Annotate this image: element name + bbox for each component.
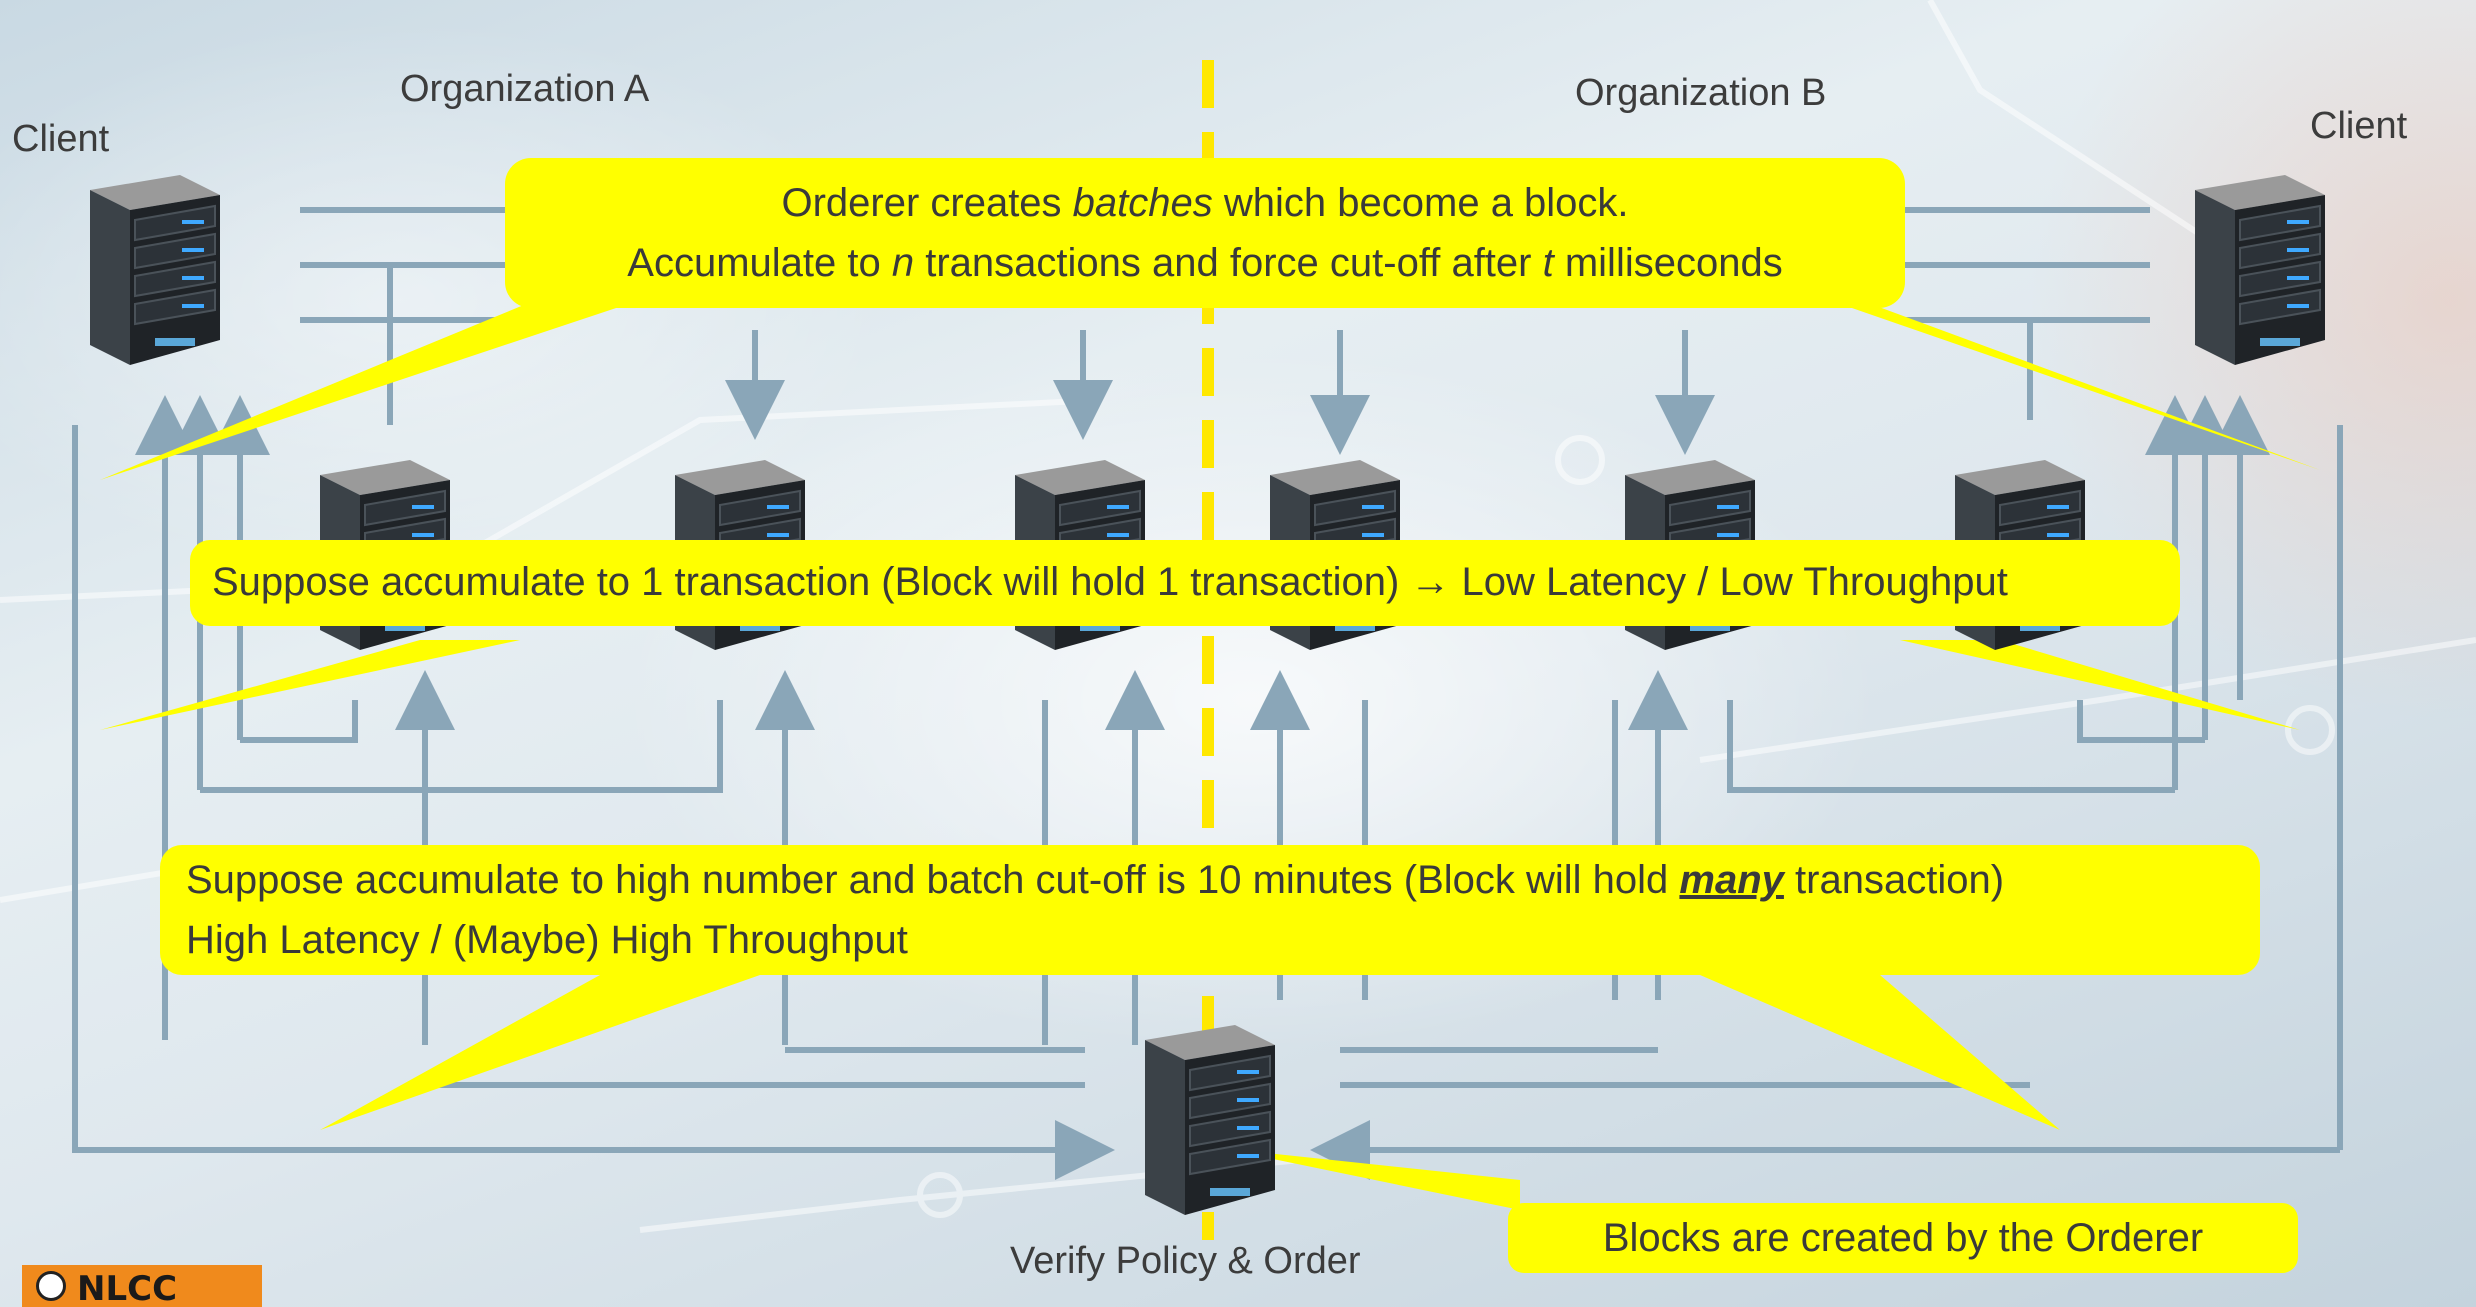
orderer-label: Verify Policy & Order [1010, 1240, 1361, 1282]
callout-low-latency: Suppose accumulate to 1 transaction (Blo… [190, 540, 2180, 626]
client-right-label: Client [2310, 105, 2408, 147]
callout-high-latency-line1: Suppose accumulate to high number and ba… [186, 858, 2005, 902]
callout-orderer-note-text: Blocks are created by the Orderer [1602, 1216, 2204, 1260]
client-right-server-icon [2194, 174, 2326, 366]
callout-high-latency: Suppose accumulate to high number and ba… [160, 845, 2260, 975]
org-a-label: Organization A [400, 68, 650, 110]
callout-high-latency-line2: High Latency / (Maybe) High Throughput [186, 918, 908, 962]
client-left-server-icon [89, 174, 221, 366]
callout-batches: Orderer creates batches which become a b… [505, 158, 1905, 308]
callout-batches-line2: Accumulate to n transactions and force c… [627, 241, 1783, 285]
callout-batches-line1: Orderer creates batches which become a b… [781, 181, 1629, 225]
logo-mascot-icon [36, 1271, 66, 1301]
orderer-server-icon [1144, 1024, 1276, 1216]
callout-orderer-note: Blocks are created by the Orderer [1508, 1203, 2298, 1273]
org-b-label: Organization B [1575, 72, 1827, 114]
callout-low-latency-text: Suppose accumulate to 1 transaction (Blo… [212, 560, 2008, 604]
client-left-label: Client [12, 118, 110, 160]
nlcc-logo: NLCC [22, 1265, 262, 1307]
